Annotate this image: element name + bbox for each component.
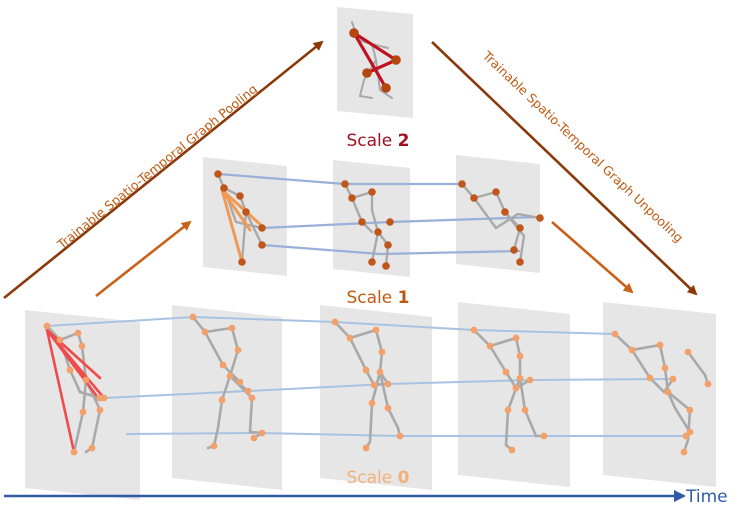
time-label: Time: [685, 487, 728, 507]
pooling-inner-arrow: [95, 220, 192, 298]
scale1-frame-2: [333, 160, 410, 277]
scale1-frame-3: [456, 155, 540, 273]
scale1-attention-edges: [220, 188, 264, 264]
scale0-label: Scale 0: [347, 468, 410, 488]
scale2-joints: [349, 28, 401, 93]
scale1-label: Scale 1: [347, 288, 410, 308]
scale0-attention-edges: [45, 328, 106, 454]
scale0-frame-3: [320, 305, 432, 490]
scale0-frame-5: [603, 302, 716, 487]
unpooling-inner-arrow: [551, 221, 634, 294]
scale2-edges: [352, 31, 398, 90]
unpooling-arrow: [431, 41, 698, 296]
scale1-joints: [214, 170, 544, 270]
pooling-arrow: [3, 40, 324, 300]
scale0-frame-2: [172, 305, 282, 490]
scale2-label: Scale 2: [347, 131, 410, 151]
scale0-joints: [43, 313, 712, 456]
